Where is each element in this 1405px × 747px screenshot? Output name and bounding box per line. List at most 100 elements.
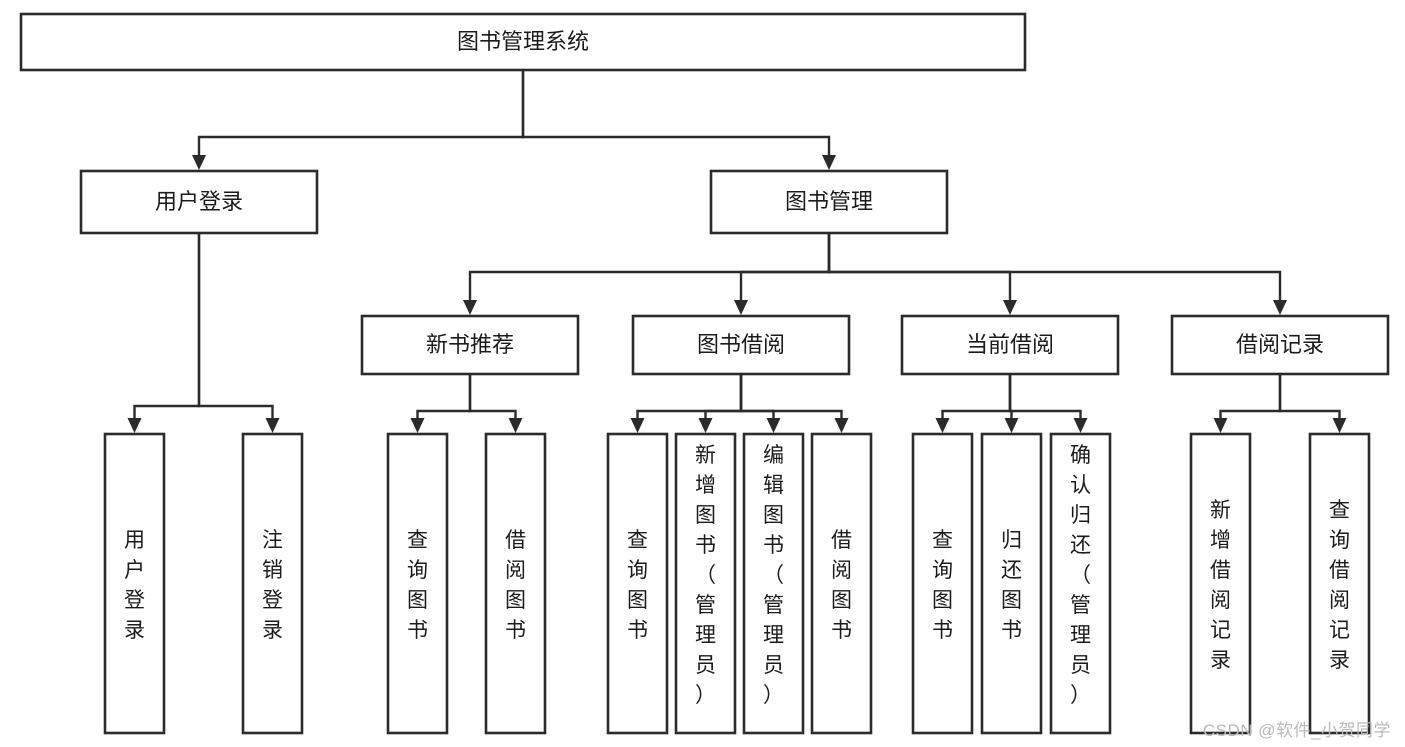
leaf-confirm-return-admin-label: 确认归还（管理员） — [1070, 444, 1091, 707]
book-management-node-label: 图书管理 — [785, 189, 873, 214]
leaf-query-borrow-record-box[interactable] — [1308, 432, 1371, 735]
arrow-head-icon — [1273, 300, 1287, 315]
leaf-borrow-book-recommend-label: 借阅图书 — [505, 529, 526, 642]
leaf-user-login-label: 用户登录 — [124, 529, 145, 642]
leaf-query-borrow-record-label: 查询借阅记录 — [1329, 499, 1350, 672]
leaf-query-book-borrow[interactable]: 查询图书 — [606, 432, 669, 735]
root-node-box[interactable] — [19, 12, 1027, 72]
current-borrow-node-box[interactable] — [900, 314, 1120, 376]
connector-line — [827, 233, 1012, 305]
leaf-return-book-box[interactable] — [980, 432, 1043, 735]
leaf-user-login-box[interactable] — [103, 432, 166, 735]
leaf-query-borrow-record[interactable]: 查询借阅记录 — [1308, 432, 1371, 735]
arrow-head-icon — [265, 418, 280, 433]
arrow-head-icon — [834, 418, 849, 433]
leaf-add-borrow-record-label: 新增借阅记录 — [1210, 499, 1231, 672]
connector-line — [941, 374, 1012, 423]
leaf-edit-book-admin-box[interactable] — [742, 432, 805, 735]
connector-line — [416, 374, 472, 423]
leaf-query-book-recommend[interactable]: 查询图书 — [386, 432, 449, 735]
arrow-head-icon — [1332, 418, 1347, 433]
edge-borrow-record-to-leaf-add-record — [1213, 374, 1282, 433]
arrow-head-icon — [1003, 300, 1017, 315]
leaf-add-borrow-record-box[interactable] — [1189, 432, 1252, 735]
connector-line — [739, 233, 831, 305]
borrow-record-node-box[interactable] — [1170, 314, 1390, 376]
edge-borrow-record-to-leaf-query-record — [1278, 374, 1347, 433]
leaf-return-book[interactable]: 归还图书 — [980, 432, 1043, 735]
leaf-borrow-book-box[interactable] — [810, 432, 873, 735]
leaf-query-book-current-label: 查询图书 — [932, 529, 953, 642]
book-management-node[interactable]: 图书管理 — [709, 169, 949, 235]
nodes-layer: 图书管理系统用户登录图书管理新书推荐图书借阅当前借阅借阅记录用户登录注销登录查询… — [19, 12, 1390, 735]
current-borrow-node-label: 当前借阅 — [966, 332, 1054, 357]
leaf-return-book-label: 归还图书 — [1001, 529, 1022, 642]
arrow-head-icon — [630, 418, 645, 433]
user-login-node-label: 用户登录 — [155, 189, 243, 214]
leaf-user-login[interactable]: 用户登录 — [103, 432, 166, 735]
new-book-recommendation-node-label: 新书推荐 — [426, 332, 514, 357]
leaf-query-book-current[interactable]: 查询图书 — [911, 432, 974, 735]
watermark-label: CSDN @软件_小贺同学 — [1202, 721, 1391, 740]
edge-book-manage-to-current-borrow — [827, 233, 1017, 315]
book-borrow-node-box[interactable] — [631, 314, 851, 376]
connector-line — [197, 70, 525, 160]
leaf-borrow-book-recommend[interactable]: 借阅图书 — [484, 432, 547, 735]
leaf-confirm-return-admin-box[interactable] — [1049, 432, 1112, 735]
arrow-head-icon — [1213, 418, 1228, 433]
connector-line — [197, 233, 274, 423]
connector-line — [468, 374, 517, 423]
book-borrow-node[interactable]: 图书借阅 — [631, 314, 851, 376]
connector-line — [1219, 374, 1282, 423]
connector-line — [1278, 374, 1341, 423]
leaf-logout-box[interactable] — [241, 432, 304, 735]
leaf-edit-book-admin-label: 编辑图书（管理员） — [763, 444, 784, 707]
user-login-node[interactable]: 用户登录 — [79, 169, 319, 235]
connector-line — [739, 374, 775, 423]
book-management-node-box[interactable] — [709, 169, 949, 235]
leaf-edit-book-admin[interactable]: 编辑图书（管理员） — [742, 432, 805, 735]
edge-book-borrow-to-leaf-add-book — [698, 374, 743, 433]
connector-line — [739, 374, 843, 423]
leaf-logout-label: 注销登录 — [262, 529, 283, 642]
leaf-query-book-borrow-box[interactable] — [606, 432, 669, 735]
user-login-node-box[interactable] — [79, 169, 319, 235]
arrow-head-icon — [1073, 418, 1088, 433]
connector-line — [468, 233, 831, 305]
leaf-query-book-borrow-label: 查询图书 — [627, 529, 648, 642]
arrow-head-icon — [127, 418, 142, 433]
arrow-head-icon — [935, 418, 950, 433]
connector-line — [521, 70, 831, 160]
arrow-head-icon — [1004, 418, 1019, 433]
edge-book-manage-to-new-book-rec — [463, 233, 831, 315]
leaf-confirm-return-admin[interactable]: 确认归还（管理员） — [1049, 432, 1112, 735]
edge-root-to-book-manage — [521, 70, 836, 170]
root-node-label: 图书管理系统 — [457, 29, 589, 54]
new-book-recommendation-node-box[interactable] — [360, 314, 580, 376]
edge-book-borrow-to-leaf-borrow-book-2 — [739, 374, 849, 433]
edge-user-login-to-leaf-logout — [197, 233, 280, 433]
borrow-record-node[interactable]: 借阅记录 — [1170, 314, 1390, 376]
connector-line — [133, 233, 201, 423]
leaf-borrow-book-recommend-box[interactable] — [484, 432, 547, 735]
leaf-add-borrow-record[interactable]: 新增借阅记录 — [1189, 432, 1252, 735]
edge-book-borrow-to-leaf-query-book-2 — [630, 374, 743, 433]
leaf-add-book-admin[interactable]: 新增图书（管理员） — [674, 432, 737, 735]
leaf-borrow-book[interactable]: 借阅图书 — [810, 432, 873, 735]
leaf-logout[interactable]: 注销登录 — [241, 432, 304, 735]
connector-line — [704, 374, 743, 423]
root-node[interactable]: 图书管理系统 — [19, 12, 1027, 72]
leaf-query-book-current-box[interactable] — [911, 432, 974, 735]
book-borrow-node-label: 图书借阅 — [697, 332, 785, 357]
leaf-query-book-recommend-box[interactable] — [386, 432, 449, 735]
edges-layer — [127, 70, 1347, 433]
new-book-recommendation-node[interactable]: 新书推荐 — [360, 314, 580, 376]
leaf-borrow-book-label: 借阅图书 — [831, 529, 852, 642]
arrow-head-icon — [192, 155, 206, 170]
edge-current-borrow-to-leaf-query-book-3 — [935, 374, 1012, 433]
current-borrow-node[interactable]: 当前借阅 — [900, 314, 1120, 376]
leaf-add-book-admin-box[interactable] — [674, 432, 737, 735]
edge-current-borrow-to-leaf-return-book — [1004, 374, 1019, 433]
arrow-head-icon — [698, 418, 713, 433]
